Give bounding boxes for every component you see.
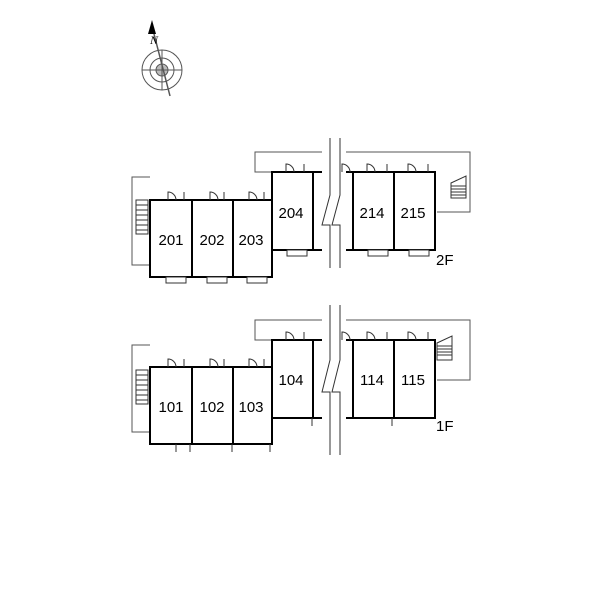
unit-203 bbox=[232, 199, 273, 278]
stairs-icon bbox=[135, 199, 149, 235]
unit-label-203: 203 bbox=[238, 232, 263, 249]
unit-102 bbox=[191, 366, 234, 445]
stairs-icon bbox=[450, 175, 467, 199]
unit-label-202: 202 bbox=[199, 232, 224, 249]
unit-215 bbox=[393, 171, 436, 251]
compass-icon: N bbox=[141, 20, 183, 97]
unit-label-115: 115 bbox=[401, 372, 425, 389]
unit-label-201: 201 bbox=[158, 232, 183, 249]
unit-115 bbox=[393, 339, 436, 419]
unit-label-101: 101 bbox=[158, 399, 183, 416]
unit-label-104: 104 bbox=[278, 372, 303, 389]
unit-label-215: 215 bbox=[400, 205, 425, 222]
unit-label-214: 214 bbox=[359, 205, 384, 222]
unit-103 bbox=[232, 366, 273, 445]
unit-label-103: 103 bbox=[238, 399, 263, 416]
unit-202 bbox=[191, 199, 234, 278]
stairs-icon bbox=[436, 335, 453, 361]
unit-label-204: 204 bbox=[278, 205, 303, 222]
floor-label-1f: 1F bbox=[436, 418, 454, 435]
unit-label-102: 102 bbox=[199, 399, 224, 416]
unit-201 bbox=[149, 199, 193, 278]
floor-2f-plan: 201 202 203 204 214 215 2F bbox=[131, 138, 471, 284]
unit-label-114: 114 bbox=[360, 372, 384, 389]
stairs-icon bbox=[135, 369, 149, 405]
north-label: N bbox=[149, 33, 159, 47]
floor-1f-plan: 101 102 103 104 114 115 1F bbox=[131, 305, 471, 455]
floor-label-2f: 2F bbox=[436, 252, 454, 269]
